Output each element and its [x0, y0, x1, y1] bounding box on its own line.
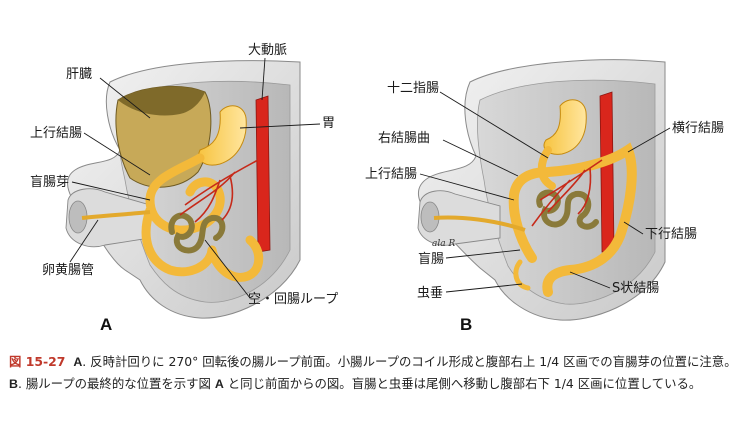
leader-vitelline-duct-a: [69, 219, 99, 263]
leader-ascending-colon-a: [83, 132, 151, 176]
leader-descending-colon-b: [623, 221, 644, 235]
leader-appendix-b: [445, 283, 523, 293]
panel-b-stomach: [543, 99, 587, 155]
panel-b-mesenteric-vessels: [531, 159, 603, 227]
label-descending-colon-b: 下行結腸: [645, 227, 697, 242]
label-stomach-a: 胃: [322, 116, 335, 131]
label-ascending-colon-a: 上行結腸: [30, 126, 82, 141]
label-aorta-a: 大動脈: [248, 43, 287, 58]
intestinal-rotation-diagram: 肝臓 大動脈 上行結腸 胃 盲腸芽 卵黄腸管 空・回腸ループ A 十二指腸 横行…: [30, 43, 724, 334]
panel-a-gut-tube: [141, 153, 264, 282]
panel-b-appendix: [513, 259, 531, 291]
panel-a-vitelline-duct: [81, 210, 151, 220]
leader-sigmoid-colon-b: [569, 271, 611, 289]
panel-b-vitelline-remnant: [433, 215, 526, 232]
leader-hepatic-flexure-b: [442, 139, 519, 177]
label-sigmoid-colon-b: S状結腸: [612, 281, 659, 296]
leader-liver-a: [99, 77, 151, 119]
panel-a-jejunoileal-coils: [168, 212, 226, 254]
leader-duodenum-b: [439, 91, 549, 159]
label-cecal-bud-a: 盲腸芽: [30, 174, 69, 190]
caption-letter-a: A: [73, 355, 83, 369]
caption-text-a: . 反時計回りに 270° 回転後の腸ループ前面。小腸ループのコイル形成と腹部右…: [82, 354, 737, 369]
label-appendix-b: 虫垂: [417, 286, 443, 301]
panel-b-aorta: [599, 91, 615, 253]
leader-ascending-colon-b: [419, 173, 515, 201]
label-hepatic-flexure-b: 右結腸曲: [378, 131, 430, 146]
leader-cecal-bud-a: [71, 181, 151, 201]
leader-jejunoileal-a: [204, 239, 251, 299]
panel-a-letter: A: [100, 315, 112, 334]
label-transverse-colon-b: 横行結腸: [672, 121, 724, 136]
label-liver-a: 肝臓: [66, 67, 92, 82]
panel-a-liver-cut: [118, 86, 205, 116]
artist-signature: ala R: [432, 239, 455, 249]
caption-ref-a: A: [214, 377, 224, 391]
leader-cecum-b: [445, 249, 521, 259]
leader-stomach-a: [239, 123, 321, 129]
caption-letter-b: B: [9, 377, 18, 391]
caption-text-b2: と同じ前面からの図。盲腸と虫垂は尾側へ移動し腹部右下 1/4 区画に位置している…: [223, 376, 702, 391]
label-cecum-b: 盲腸: [418, 251, 444, 267]
label-ascending-colon-b: 上行結腸: [365, 167, 417, 182]
leader-aorta-a: [261, 57, 266, 101]
caption-text-b: . 腸ループの最終的な位置を示す図: [17, 376, 215, 391]
figure-number: 図 15-27: [9, 354, 66, 369]
panel-a-stomach: [198, 105, 247, 166]
label-duodenum-b: 十二指腸: [387, 81, 439, 96]
panel-b: 十二指腸 横行結腸 右結腸曲 上行結腸 下行結腸 盲腸 虫垂 S状結腸 ala …: [365, 59, 724, 334]
panel-a: 肝臓 大動脈 上行結腸 胃 盲腸芽 卵黄腸管 空・回腸ループ A: [30, 43, 338, 334]
panel-a-mesenteric-vessels: [179, 159, 259, 223]
panel-b-letter: B: [460, 315, 472, 334]
panel-b-colon: [508, 142, 637, 297]
label-vitelline-duct-a: 卵黄腸管: [42, 263, 94, 278]
label-jejunoileal-a: 空・回腸ループ: [248, 292, 338, 307]
leader-transverse-colon-b: [627, 127, 671, 153]
panel-b-duodenum: [537, 146, 556, 190]
panel-a-aorta: [255, 95, 271, 253]
